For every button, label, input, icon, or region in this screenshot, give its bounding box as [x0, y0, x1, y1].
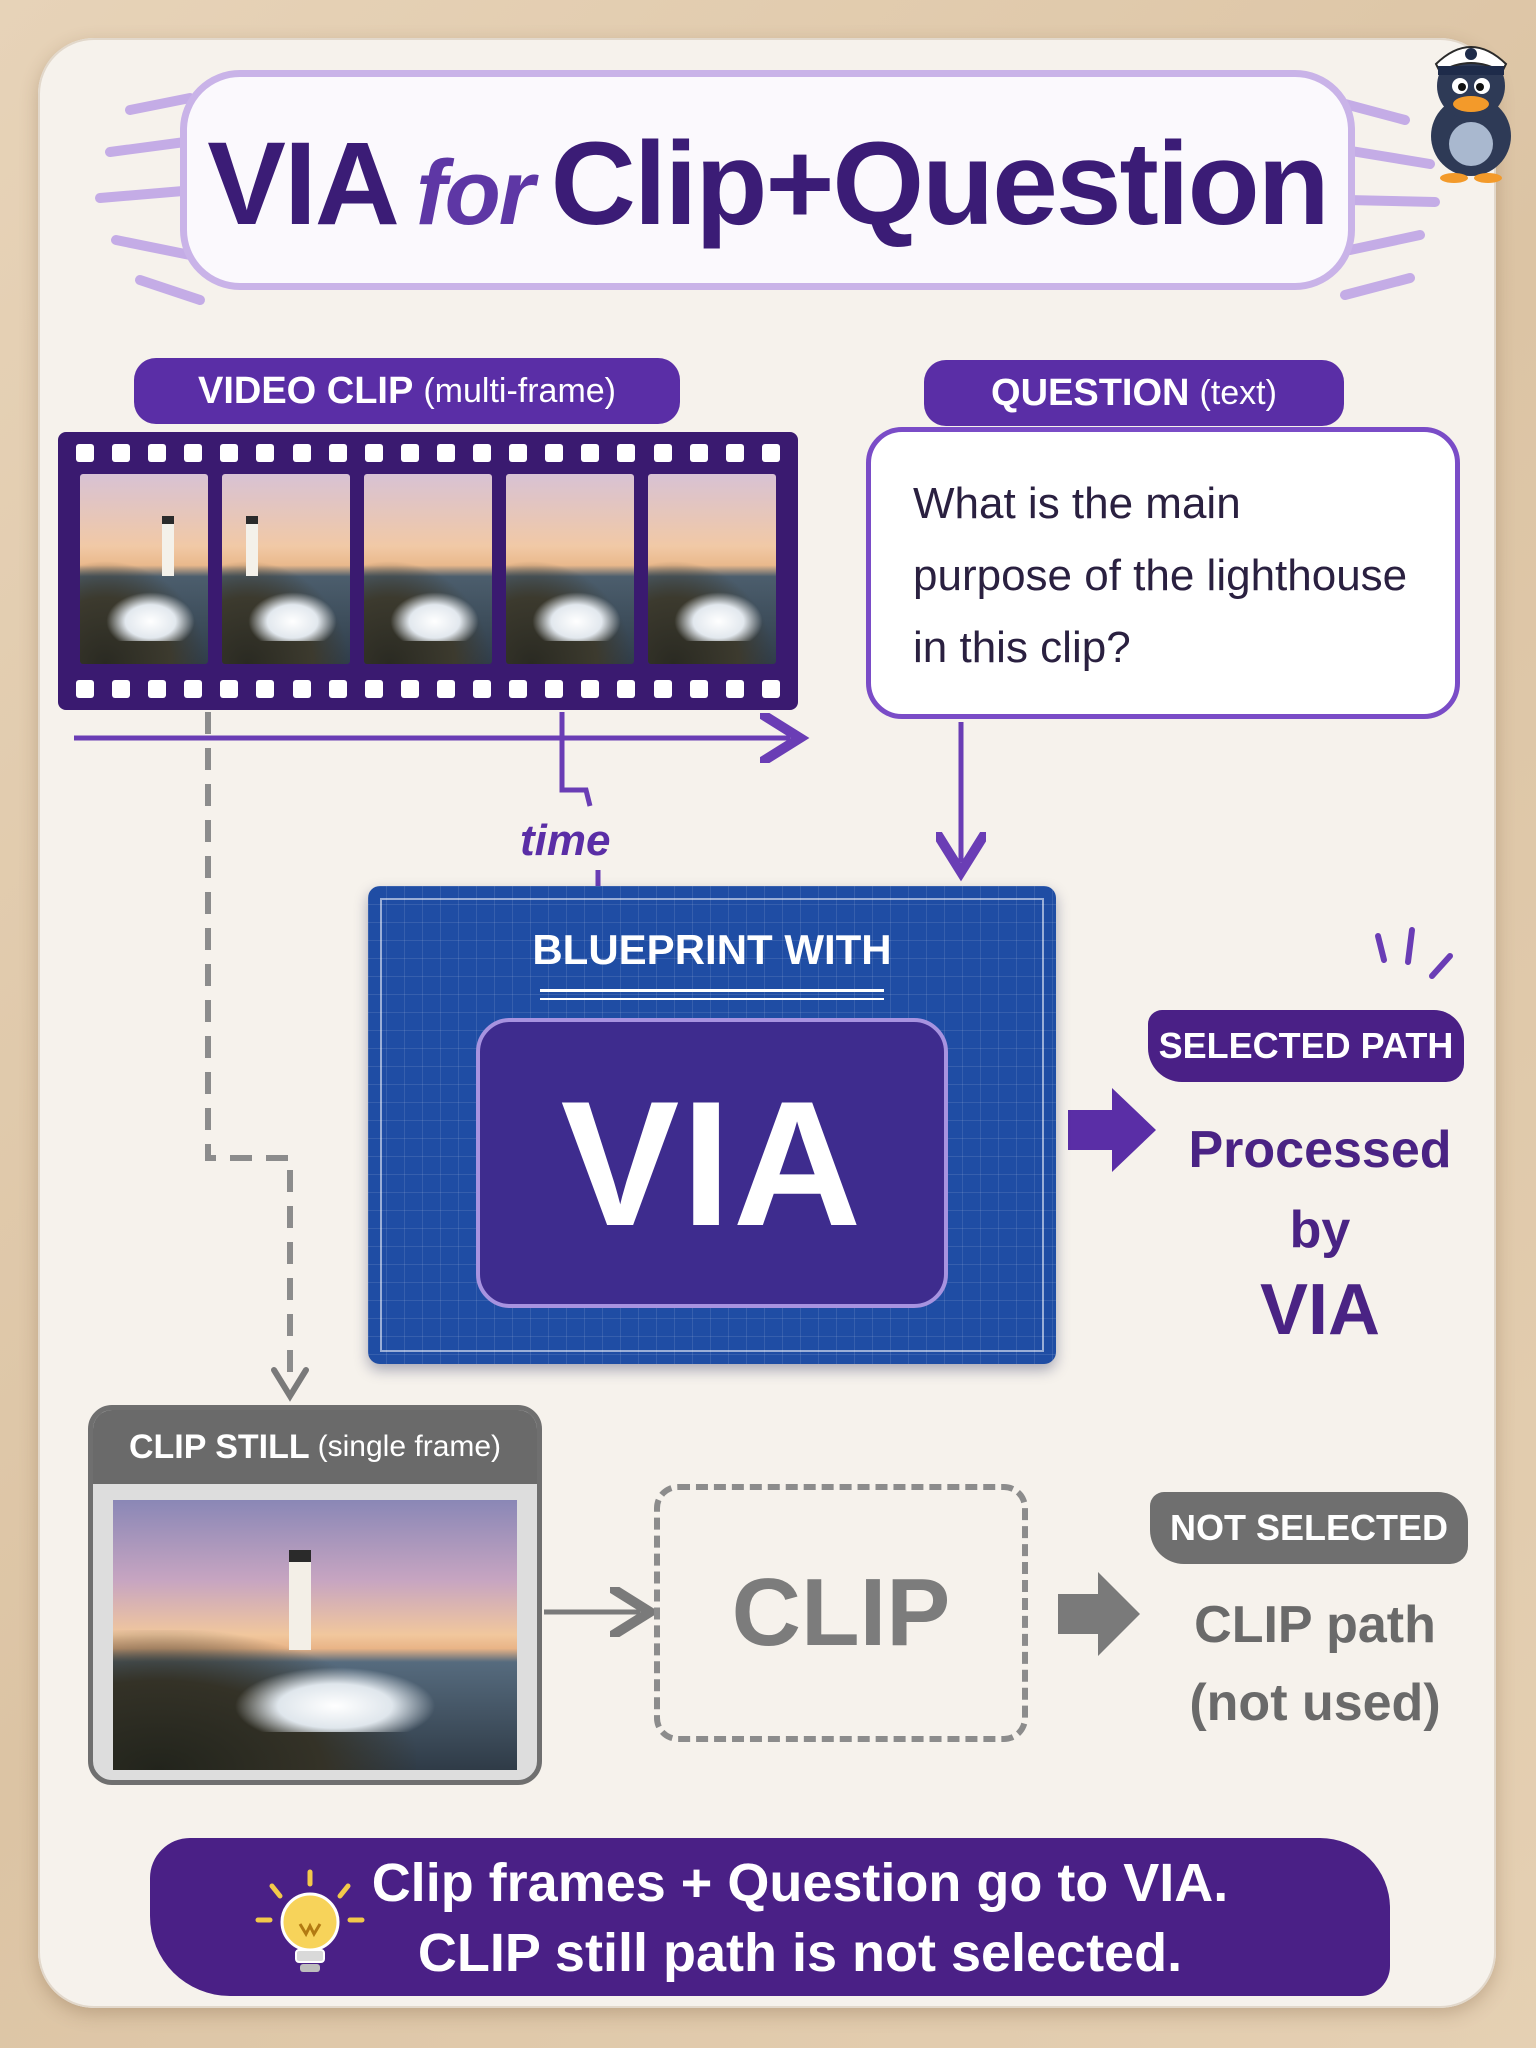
not-selected-description: CLIP path (not used): [1150, 1586, 1480, 1742]
film-holes-top: [76, 444, 780, 462]
title-frame: [180, 70, 1355, 290]
footer-banner: [150, 1838, 1390, 1996]
not-selected-line-2: (not used): [1189, 1674, 1441, 1732]
question-text-box: What is the main purpose of the lighthou…: [866, 427, 1460, 719]
film-holes-bottom: [76, 680, 780, 698]
clip-to-notselected-arrow: [1058, 1572, 1140, 1656]
clip-still-panel: CLIP STILL(single frame): [88, 1405, 542, 1785]
time-pointer-line: [559, 712, 593, 807]
blueprint-title-underline: [540, 989, 884, 1000]
lightbulb-icon: [255, 1869, 365, 1972]
footer-text: Clip frames + Question go to VIA. CLIP s…: [300, 1848, 1300, 1988]
blueprint-title: BLUEPRINT WITH: [532, 926, 892, 973]
clip-still-dashed-path: [205, 712, 293, 1386]
selected-line-2: VIA: [1259, 1270, 1381, 1350]
blueprint-inner-border: [380, 898, 1044, 1352]
video-clip-label-sub: (multi-frame): [423, 371, 617, 410]
sailor-duck-icon: [1431, 46, 1511, 183]
question-line-2: purpose of the lighthouse: [913, 551, 1408, 600]
question-label-main: QUESTION: [991, 371, 1190, 414]
not-selected-line-1: CLIP path: [1194, 1596, 1436, 1654]
video-frame-4: [506, 474, 634, 664]
clip-model-box: CLIP: [654, 1484, 1028, 1742]
title-brush-strokes-left: [95, 93, 205, 305]
blueprint-panel: BLUEPRINT WITH VIA: [368, 886, 1056, 1364]
clip-still-label-sub: (single frame): [317, 1430, 502, 1463]
question-line-3: in this clip?: [913, 623, 1131, 672]
video-frame-3: [364, 474, 492, 664]
clip-still-label-main: CLIP STILL: [128, 1427, 310, 1466]
via-to-selected-arrow: [1068, 1088, 1156, 1172]
video-frame-5: [648, 474, 776, 664]
selected-path-description: Processed by VIA: [1170, 1110, 1470, 1350]
title-rest: Clip+Question: [550, 118, 1330, 250]
footer-line-2: CLIP still path is not selected.: [417, 1923, 1183, 1983]
clip-still-label: CLIP STILL(single frame): [93, 1410, 537, 1484]
sparkle-strokes: [1375, 927, 1453, 979]
clip-still-image: [113, 1500, 517, 1770]
title-main: VIA: [207, 118, 400, 250]
not-selected-tag: NOT SELECTED: [1150, 1492, 1468, 1564]
video-frame-2: [222, 474, 350, 664]
title-brush-strokes-right: [1340, 99, 1440, 300]
question-line-1: What is the main: [913, 479, 1241, 528]
footer-line-1: Clip frames + Question go to VIA.: [371, 1853, 1229, 1913]
via-model-box: VIA: [476, 1018, 948, 1308]
question-label-sub: (text): [1199, 373, 1277, 412]
time-label: time: [520, 816, 611, 865]
selected-path-tag: SELECTED PATH: [1148, 1010, 1464, 1082]
video-frame-1: [80, 474, 208, 664]
video-clip-label: VIDEO CLIP(multi-frame): [134, 358, 680, 424]
question-label: QUESTION(text): [924, 360, 1344, 426]
video-clip-label-main: VIDEO CLIP: [197, 369, 414, 412]
selected-line-1: Processed by: [1188, 1121, 1452, 1259]
video-filmstrip: [58, 432, 798, 710]
title-connector: for: [415, 142, 535, 244]
